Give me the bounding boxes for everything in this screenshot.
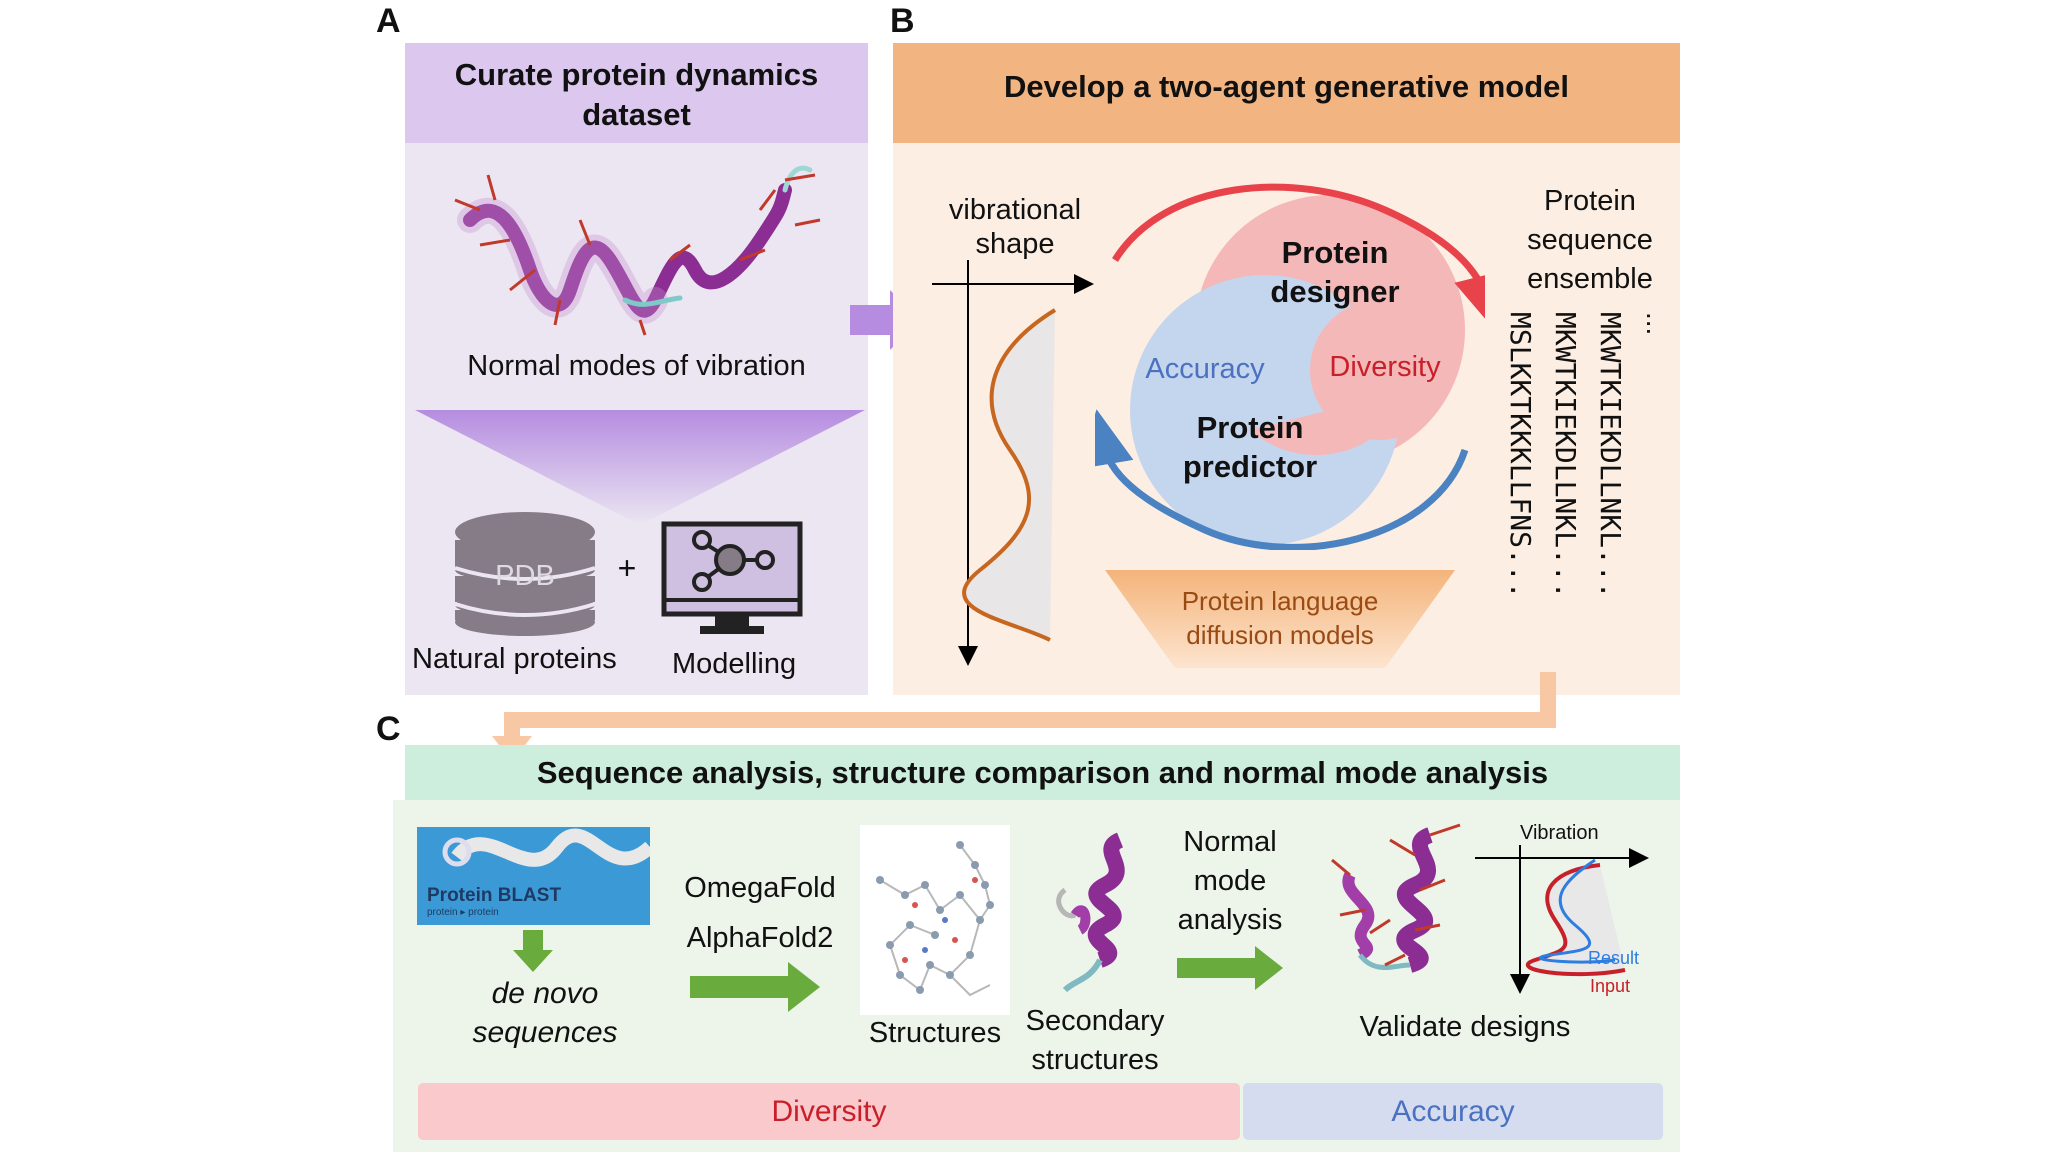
denovo-label-2: sequences bbox=[472, 1016, 618, 1049]
vibrational-shape-plot bbox=[932, 260, 1094, 666]
diversity-bar-label: Diversity bbox=[771, 1095, 887, 1128]
sequence-3: MKWTKIEKDLLNKL... bbox=[1594, 312, 1627, 599]
green-arrow-2 bbox=[1177, 946, 1283, 990]
down-arrow-green bbox=[513, 930, 553, 972]
vibration-comparison-plot bbox=[1475, 845, 1649, 994]
panel-a-letter: A bbox=[376, 2, 401, 40]
natural-proteins-caption: Natural proteins bbox=[412, 643, 617, 675]
pdb-label: PDB bbox=[495, 560, 555, 592]
sequence-1: MSLKKTKKKLLFNS... bbox=[1504, 312, 1537, 599]
computer-icon bbox=[661, 521, 803, 634]
language-model-label-1: Protein language bbox=[1181, 586, 1379, 616]
blast-title: Protein BLAST bbox=[427, 885, 562, 906]
panel-b-letter: B bbox=[890, 2, 915, 40]
ensemble-label-2: sequence bbox=[1527, 224, 1653, 256]
database-icon bbox=[454, 512, 596, 636]
result-legend: Result bbox=[1588, 948, 1640, 968]
accuracy-bar: Accuracy bbox=[1243, 1083, 1663, 1140]
vibrational-label-1: vibrational bbox=[948, 194, 1082, 226]
alphafold-label: AlphaFold2 bbox=[686, 922, 834, 954]
ensemble-label-1: Protein bbox=[1544, 185, 1636, 217]
validate-label: Validate designs bbox=[1359, 1011, 1571, 1043]
panel-c-header: Sequence analysis, structure comparison … bbox=[405, 745, 1680, 800]
sequence-2: MKWTKIEKDLLNKL... bbox=[1549, 312, 1582, 599]
language-model-label-2: diffusion models bbox=[1186, 620, 1374, 650]
input-legend: Input bbox=[1590, 976, 1631, 996]
blast-helix-icon bbox=[442, 828, 650, 867]
designer-label-1: Protein bbox=[1281, 235, 1389, 270]
accuracy-bar-label: Accuracy bbox=[1391, 1095, 1515, 1128]
blast-banner: Protein BLAST protein ▸ protein bbox=[417, 827, 650, 925]
panel-c-letter: C bbox=[376, 710, 401, 748]
accuracy-label: Accuracy bbox=[1145, 353, 1265, 385]
green-arrow-1 bbox=[690, 962, 820, 1012]
modelling-caption: Modelling bbox=[672, 648, 797, 680]
ensemble-label-3: ensemble bbox=[1527, 263, 1653, 295]
vibration-axis-label: Vibration bbox=[1520, 822, 1599, 844]
nma-label-1: Normal bbox=[1183, 826, 1277, 858]
nma-label-2: mode bbox=[1193, 865, 1267, 897]
secondary-label-1: Secondary bbox=[1025, 1005, 1165, 1037]
funnel-shape bbox=[415, 410, 865, 525]
helix-vibration-illustration bbox=[454, 165, 821, 336]
predictor-label-1: Protein bbox=[1196, 410, 1304, 445]
diversity-bar: Diversity bbox=[418, 1083, 1240, 1140]
panel-a-title: Curate protein dynamics dataset bbox=[454, 57, 819, 132]
secondary-label-2: structures bbox=[1031, 1044, 1159, 1076]
diffusion-model-shape bbox=[1105, 570, 1455, 668]
structures-label: Structures bbox=[868, 1017, 1002, 1049]
panel-b-header: Develop a two-agent generative model bbox=[893, 43, 1680, 143]
omegafold-label: OmegaFold bbox=[684, 872, 836, 904]
secondary-structure-helix bbox=[1056, 832, 1125, 993]
diversity-label: Diversity bbox=[1329, 351, 1441, 383]
denovo-label-1: de novo bbox=[491, 977, 599, 1010]
two-agent-cycle bbox=[1095, 183, 1485, 550]
sequence-ellipsis: ... bbox=[1641, 312, 1672, 336]
nma-label-3: analysis bbox=[1177, 904, 1283, 936]
panel-c-title: Sequence analysis, structure comparison … bbox=[536, 755, 1549, 790]
vibrational-label-2: shape bbox=[975, 228, 1055, 260]
designer-label-2: designer bbox=[1270, 274, 1400, 309]
panel-a-header: Curate protein dynamics dataset bbox=[405, 43, 868, 143]
plus-sign: + bbox=[617, 550, 637, 586]
validate-helix-illustration bbox=[1331, 823, 1461, 973]
predictor-label-2: predictor bbox=[1182, 449, 1318, 484]
ball-stick-structure bbox=[860, 825, 1010, 1015]
normal-modes-caption: Normal modes of vibration bbox=[467, 350, 806, 382]
panel-b-title: Develop a two-agent generative model bbox=[1003, 69, 1570, 104]
blast-subtitle: protein ▸ protein bbox=[427, 907, 499, 918]
